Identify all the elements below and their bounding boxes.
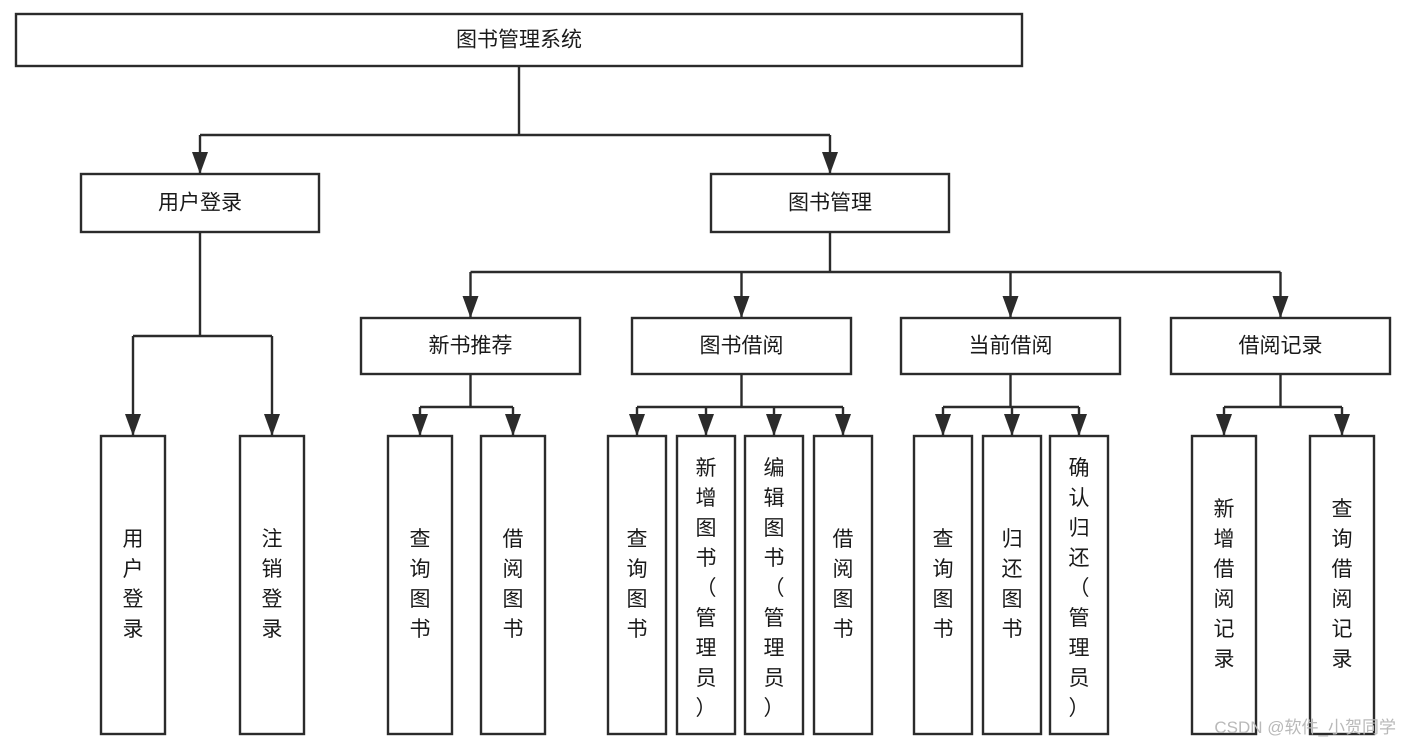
node-leaf-add-borrow-record-label: 新增借阅记录	[1214, 498, 1235, 671]
current-borrow-to-leaves-arrow-0	[935, 414, 951, 436]
root-to-level2-arrow-1	[822, 152, 838, 174]
node-leaf-query-book-3[interactable]: 查询图书	[912, 434, 974, 736]
node-borrow-record-box[interactable]	[1169, 316, 1392, 376]
node-new-book-recommend-label: 新书推荐	[429, 335, 513, 358]
node-leaf-return-book-label: 归还图书	[1002, 528, 1023, 641]
node-new-book-recommend[interactable]: 新书推荐	[359, 316, 582, 376]
node-leaf-query-borrow-record-box[interactable]	[1308, 434, 1376, 736]
node-leaf-borrow-book-1-label: 借阅图书	[503, 528, 524, 641]
node-leaf-user-login-box[interactable]	[99, 434, 167, 736]
book-management-to-level3-arrow-0	[462, 296, 479, 318]
book-borrow-to-leaves-arrow-3	[835, 414, 851, 436]
book-management-to-level3-arrow-3	[1272, 296, 1289, 318]
node-leaf-user-login[interactable]: 用户登录	[99, 434, 167, 736]
node-root-system-label: 图书管理系统	[456, 29, 582, 52]
node-leaf-borrow-book-2[interactable]: 借阅图书	[812, 434, 874, 736]
book-management-to-level3-arrow-2	[1002, 296, 1019, 318]
new-book-recommend-to-leaves-arrow-1	[505, 414, 521, 436]
node-leaf-query-book-1-label: 查询图书	[410, 528, 431, 641]
node-user-login-box[interactable]	[79, 172, 321, 234]
book-borrow-to-leaves-arrow-0	[629, 414, 645, 436]
node-leaf-borrow-book-2-box[interactable]	[812, 434, 874, 736]
node-leaf-query-book-3-box[interactable]	[912, 434, 974, 736]
borrow-record-to-leaves-arrow-1	[1334, 414, 1350, 436]
node-leaf-user-logout-box[interactable]	[238, 434, 306, 736]
node-current-borrow-label: 当前借阅	[969, 335, 1053, 358]
node-leaf-query-book-1[interactable]: 查询图书	[386, 434, 454, 736]
connector-layer	[125, 66, 1350, 436]
node-borrow-record-label: 借阅记录	[1239, 335, 1323, 358]
user-login-to-leaves-arrow-1	[264, 414, 280, 436]
node-leaf-add-book-label: 新增图书（管理员）	[696, 457, 717, 720]
node-book-management[interactable]: 图书管理	[709, 172, 951, 234]
root-to-level2-arrow-0	[192, 152, 208, 174]
node-leaf-edit-book-label: 编辑图书（管理员）	[764, 457, 785, 720]
user-login-to-leaves-arrow-0	[125, 414, 141, 436]
node-root-system[interactable]: 图书管理系统	[14, 12, 1024, 68]
node-leaf-query-borrow-record[interactable]: 查询借阅记录	[1308, 434, 1376, 736]
node-current-borrow-box[interactable]	[899, 316, 1122, 376]
node-leaf-borrow-book-2-label: 借阅图书	[833, 528, 854, 641]
node-layer: 图书管理系统用户登录图书管理新书推荐图书借阅当前借阅借阅记录用户登录注销登录查询…	[14, 12, 1392, 736]
node-book-management-label: 图书管理	[788, 192, 872, 215]
node-book-management-box[interactable]	[709, 172, 951, 234]
book-borrow-to-leaves-arrow-2	[766, 414, 782, 436]
node-leaf-return-book[interactable]: 归还图书	[981, 434, 1043, 736]
node-book-borrow[interactable]: 图书借阅	[630, 316, 853, 376]
node-leaf-user-logout-label: 注销登录	[262, 528, 283, 641]
node-leaf-query-book-2-label: 查询图书	[627, 528, 648, 641]
node-leaf-query-book-2-box[interactable]	[606, 434, 668, 736]
node-leaf-add-book[interactable]: 新增图书（管理员）	[675, 434, 737, 736]
csdn-watermark: CSDN @软件_小贺同学	[1214, 718, 1396, 737]
borrow-record-to-leaves-arrow-0	[1216, 414, 1232, 436]
node-leaf-confirm-return-label: 确认归还（管理员）	[1069, 457, 1090, 720]
book-borrow-to-leaves-arrow-1	[698, 414, 714, 436]
node-leaf-return-book-box[interactable]	[981, 434, 1043, 736]
current-borrow-to-leaves-arrow-2	[1071, 414, 1087, 436]
node-leaf-confirm-return[interactable]: 确认归还（管理员）	[1048, 434, 1110, 736]
node-leaf-query-book-2[interactable]: 查询图书	[606, 434, 668, 736]
new-book-recommend-to-leaves-arrow-0	[412, 414, 428, 436]
node-user-login[interactable]: 用户登录	[79, 172, 321, 234]
node-book-borrow-box[interactable]	[630, 316, 853, 376]
current-borrow-to-leaves-arrow-1	[1004, 414, 1020, 436]
node-leaf-borrow-book-1-box[interactable]	[479, 434, 547, 736]
node-leaf-query-book-3-label: 查询图书	[933, 528, 954, 641]
node-leaf-add-borrow-record[interactable]: 新增借阅记录	[1190, 434, 1258, 736]
node-leaf-add-borrow-record-box[interactable]	[1190, 434, 1258, 736]
node-leaf-user-logout[interactable]: 注销登录	[238, 434, 306, 736]
node-leaf-borrow-book-1[interactable]: 借阅图书	[479, 434, 547, 736]
book-management-to-level3-arrow-1	[733, 296, 750, 318]
node-leaf-query-book-1-box[interactable]	[386, 434, 454, 736]
node-leaf-query-borrow-record-label: 查询借阅记录	[1332, 498, 1353, 671]
node-leaf-add-book-box[interactable]	[675, 434, 737, 736]
node-leaf-user-login-label: 用户登录	[123, 528, 144, 641]
node-new-book-recommend-box[interactable]	[359, 316, 582, 376]
node-current-borrow[interactable]: 当前借阅	[899, 316, 1122, 376]
node-leaf-edit-book-box[interactable]	[743, 434, 805, 736]
node-book-borrow-label: 图书借阅	[700, 335, 784, 358]
node-leaf-confirm-return-box[interactable]	[1048, 434, 1110, 736]
node-user-login-label: 用户登录	[158, 192, 242, 215]
node-borrow-record[interactable]: 借阅记录	[1169, 316, 1392, 376]
node-root-system-box[interactable]	[14, 12, 1024, 68]
node-leaf-edit-book[interactable]: 编辑图书（管理员）	[743, 434, 805, 736]
